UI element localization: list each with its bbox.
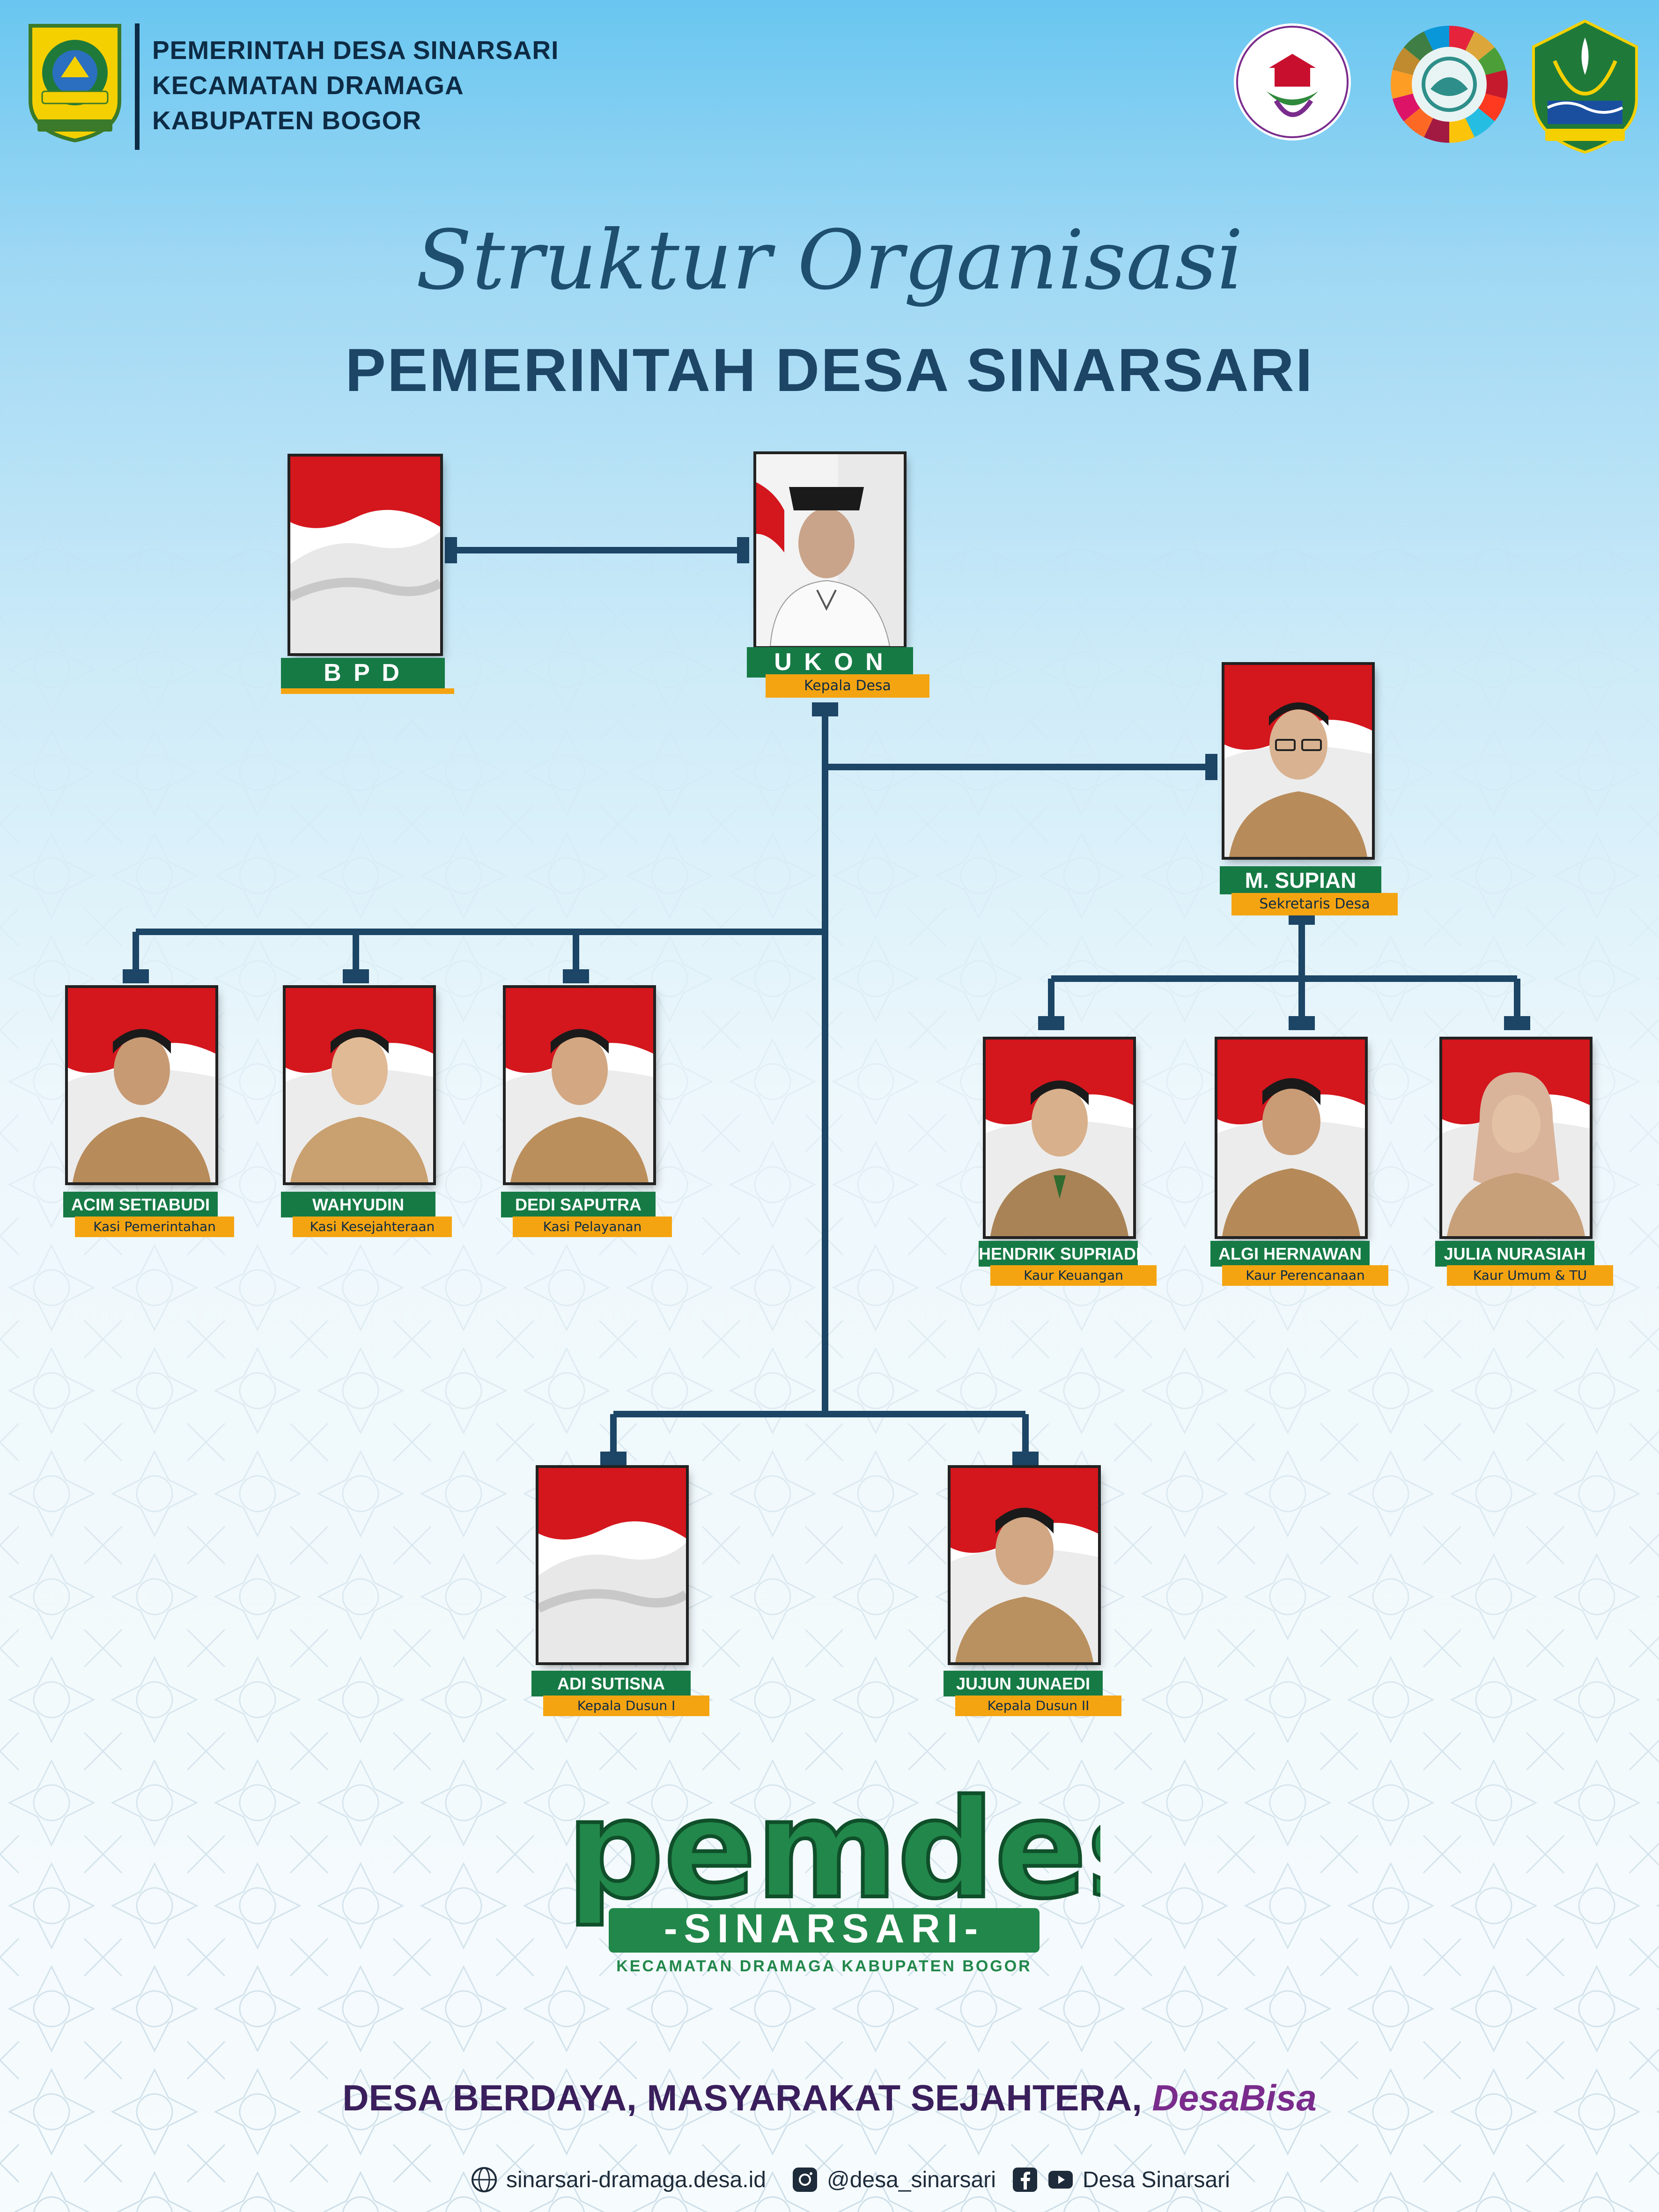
kadus-role: Kepala Dusun II [955,1696,1121,1716]
header-divider [135,23,140,150]
footer-social[interactable]: Desa Sinarsari [1011,2163,1230,2196]
header-line-2: KECAMATAN DRAMAGA [152,71,464,100]
youtube-icon [1048,2171,1073,2189]
pemdes-sub: -SINARSARI- [664,1906,984,1951]
kasi-name: DEDI SAPUTRA [501,1192,656,1217]
bpd-card: B P D [281,457,454,694]
pemdes-sinarsari-logo: pemdes -SINARSARI- KECAMATAN DRAMAGA KAB… [565,1769,1100,1975]
kepala-desa-photo [756,454,904,646]
pemdes-small: KECAMATAN DRAMAGA KABUPATEN BOGOR [616,1957,1032,1975]
kasi-card: WAHYUDIN Kasi Kesejahteraan [281,988,452,1237]
kaur-card: HENDRIK SUPRIADI Kaur Keuangan [979,1040,1157,1286]
pemdes-wordmark: pemdes [567,1771,1100,1929]
kasi-name: ACIM SETIABUDI [63,1192,218,1217]
kemendesa-logo [1234,23,1351,140]
sekretaris-name: M. SUPIAN [1220,866,1381,894]
slogan-text: DESA BERDAYA, MASYARAKAT SEJAHTERA, [342,2077,1152,2118]
kaur-card: ALGI HERNAWAN Kaur Perencanaan [1210,1040,1388,1286]
instagram-icon [793,2168,817,2192]
kaur-name: ALGI HERNAWAN [1210,1241,1370,1267]
kepala-desa-name: U K O N [747,647,913,678]
kaur-photo [986,1040,1133,1236]
kasi-role: Kasi Kesejahteraan [293,1217,452,1237]
footer-website[interactable]: sinarsari-dramaga.desa.id [471,2163,766,2196]
kasi-name: WAHYUDIN [281,1192,435,1217]
kaur-photo [1442,1040,1590,1236]
facebook-icon [1013,2168,1037,2192]
sekretaris-photo [1224,665,1372,857]
bpd-underline [281,688,454,694]
sdgs-wheel-icon [1391,25,1508,143]
kepala-desa-role: Kepala Desa [766,674,929,698]
sekretaris-card: M. SUPIAN Sekretaris Desa [1220,665,1398,915]
kaur-name: JULIA NURASIAH [1435,1241,1594,1267]
header-line-1: PEMERINTAH DESA SINARSARI [152,36,559,65]
kaur-name: HENDRIK SUPRIADI [979,1241,1141,1267]
kasi-card: DEDI SAPUTRA Kasi Pelayanan [501,988,672,1237]
title-script: Struktur Organisasi [415,213,1243,308]
kepala-desa-card: U K O N Kepala Desa [747,454,929,698]
flag-photo [538,1468,686,1662]
header-line-3: KABUPATEN BOGOR [152,106,422,135]
social-text: Desa Sinarsari [1083,2167,1230,2192]
footer-instagram[interactable]: @desa_sinarsari [791,2163,996,2196]
kabupaten-bogor-logo [29,24,121,143]
kasi-card: ACIM SETIABUDI Kasi Pemerintahan [63,988,234,1237]
desabisa-tag: DesaBisa [1152,2077,1317,2118]
instagram-text: @desa_sinarsari [827,2167,996,2192]
kasi-role: Kasi Pemerintahan [75,1217,234,1237]
kasi-photo [286,988,433,1182]
kasi-role: Kasi Pelayanan [513,1217,672,1237]
kasi-photo [68,988,215,1182]
bpd-name: B P D [281,658,445,688]
flag-photo [290,457,440,653]
sekretaris-role: Sekretaris Desa [1231,893,1398,915]
kadus-name: JUJUN JUNAEDI [944,1671,1103,1696]
kasi-photo [506,988,653,1182]
globe-icon [472,2167,497,2192]
kaur-photo [1217,1040,1365,1236]
kaur-card: JULIA NURASIAH Kaur Umum & TU [1435,1040,1613,1286]
website-text: sinarsari-dramaga.desa.id [506,2167,766,2192]
title-main: PEMERINTAH DESA SINARSARI [345,336,1314,404]
kaur-role: Kaur Perencanaan [1222,1265,1388,1286]
kadus-card: JUJUN JUNAEDI Kepala Dusun II [944,1468,1121,1716]
kadus-name: ADI SUTISNA [531,1671,691,1696]
jawa-barat-logo [1532,19,1638,154]
kadus-photo [951,1468,1098,1662]
kadus-role: Kepala Dusun I [543,1696,709,1716]
slogan: DESA BERDAYA, MASYARAKAT SEJAHTERA, Desa… [0,2077,1659,2119]
kadus-card: ADI SUTISNA Kepala Dusun I [531,1468,709,1716]
kaur-role: Kaur Umum & TU [1447,1265,1613,1286]
kaur-role: Kaur Keuangan [990,1265,1157,1286]
